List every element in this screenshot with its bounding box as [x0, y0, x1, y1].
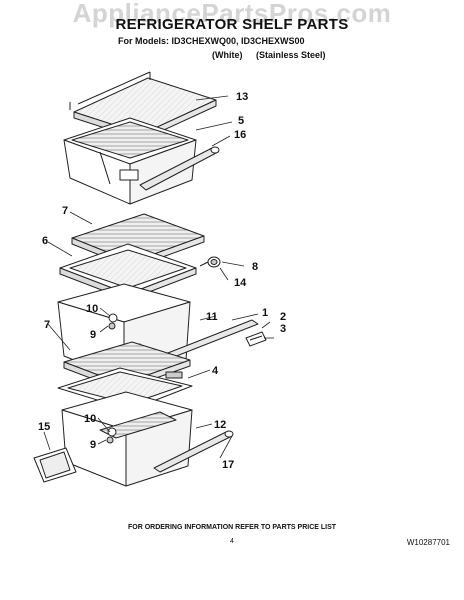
callout-2: 2: [280, 311, 286, 323]
callout-10-upper: 10: [86, 303, 98, 315]
callout-6: 6: [42, 235, 48, 247]
callout-17: 17: [222, 459, 234, 471]
callout-5: 5: [238, 115, 244, 127]
part-crisper-bottom: [61, 391, 193, 487]
page-number: 4: [230, 538, 234, 545]
callout-14: 14: [234, 277, 247, 289]
callout-16: 16: [234, 129, 246, 141]
document-code: W10287701: [406, 538, 450, 547]
part-15-label: [33, 447, 77, 483]
part-8-14-knob: [199, 256, 221, 268]
variant-stainless: (Stainless Steel): [256, 50, 326, 60]
models-line: For Models: ID3CHEXWQ00, ID3CHEXWS00: [118, 36, 305, 46]
callout-7-upper: 7: [62, 205, 68, 217]
callout-8: 8: [252, 261, 258, 273]
callout-10-lower: 10: [84, 413, 96, 425]
callout-1: 1: [262, 307, 268, 319]
callout-11: 11: [206, 311, 218, 323]
part-5-crisper-assembly: [63, 117, 197, 205]
part-16-rod: [139, 146, 220, 191]
part-2-3-bracket: [245, 331, 267, 347]
callout-9-upper: 9: [90, 329, 96, 341]
watermark: AppliancePartsPros.com: [72, 0, 392, 28]
ordering-info: FOR ORDERING INFORMATION REFER TO PARTS …: [127, 524, 337, 531]
variant-white: (White): [212, 50, 243, 60]
callout-13: 13: [236, 91, 248, 103]
page-title: REFRIGERATOR SHELF PARTS: [115, 16, 349, 33]
callout-3: 3: [280, 323, 286, 335]
callout-9-lower: 9: [90, 439, 96, 451]
callout-7-lower: 7: [44, 319, 50, 331]
callout-12: 12: [214, 419, 226, 431]
callout-15: 15: [38, 421, 50, 433]
callout-4: 4: [212, 365, 219, 377]
